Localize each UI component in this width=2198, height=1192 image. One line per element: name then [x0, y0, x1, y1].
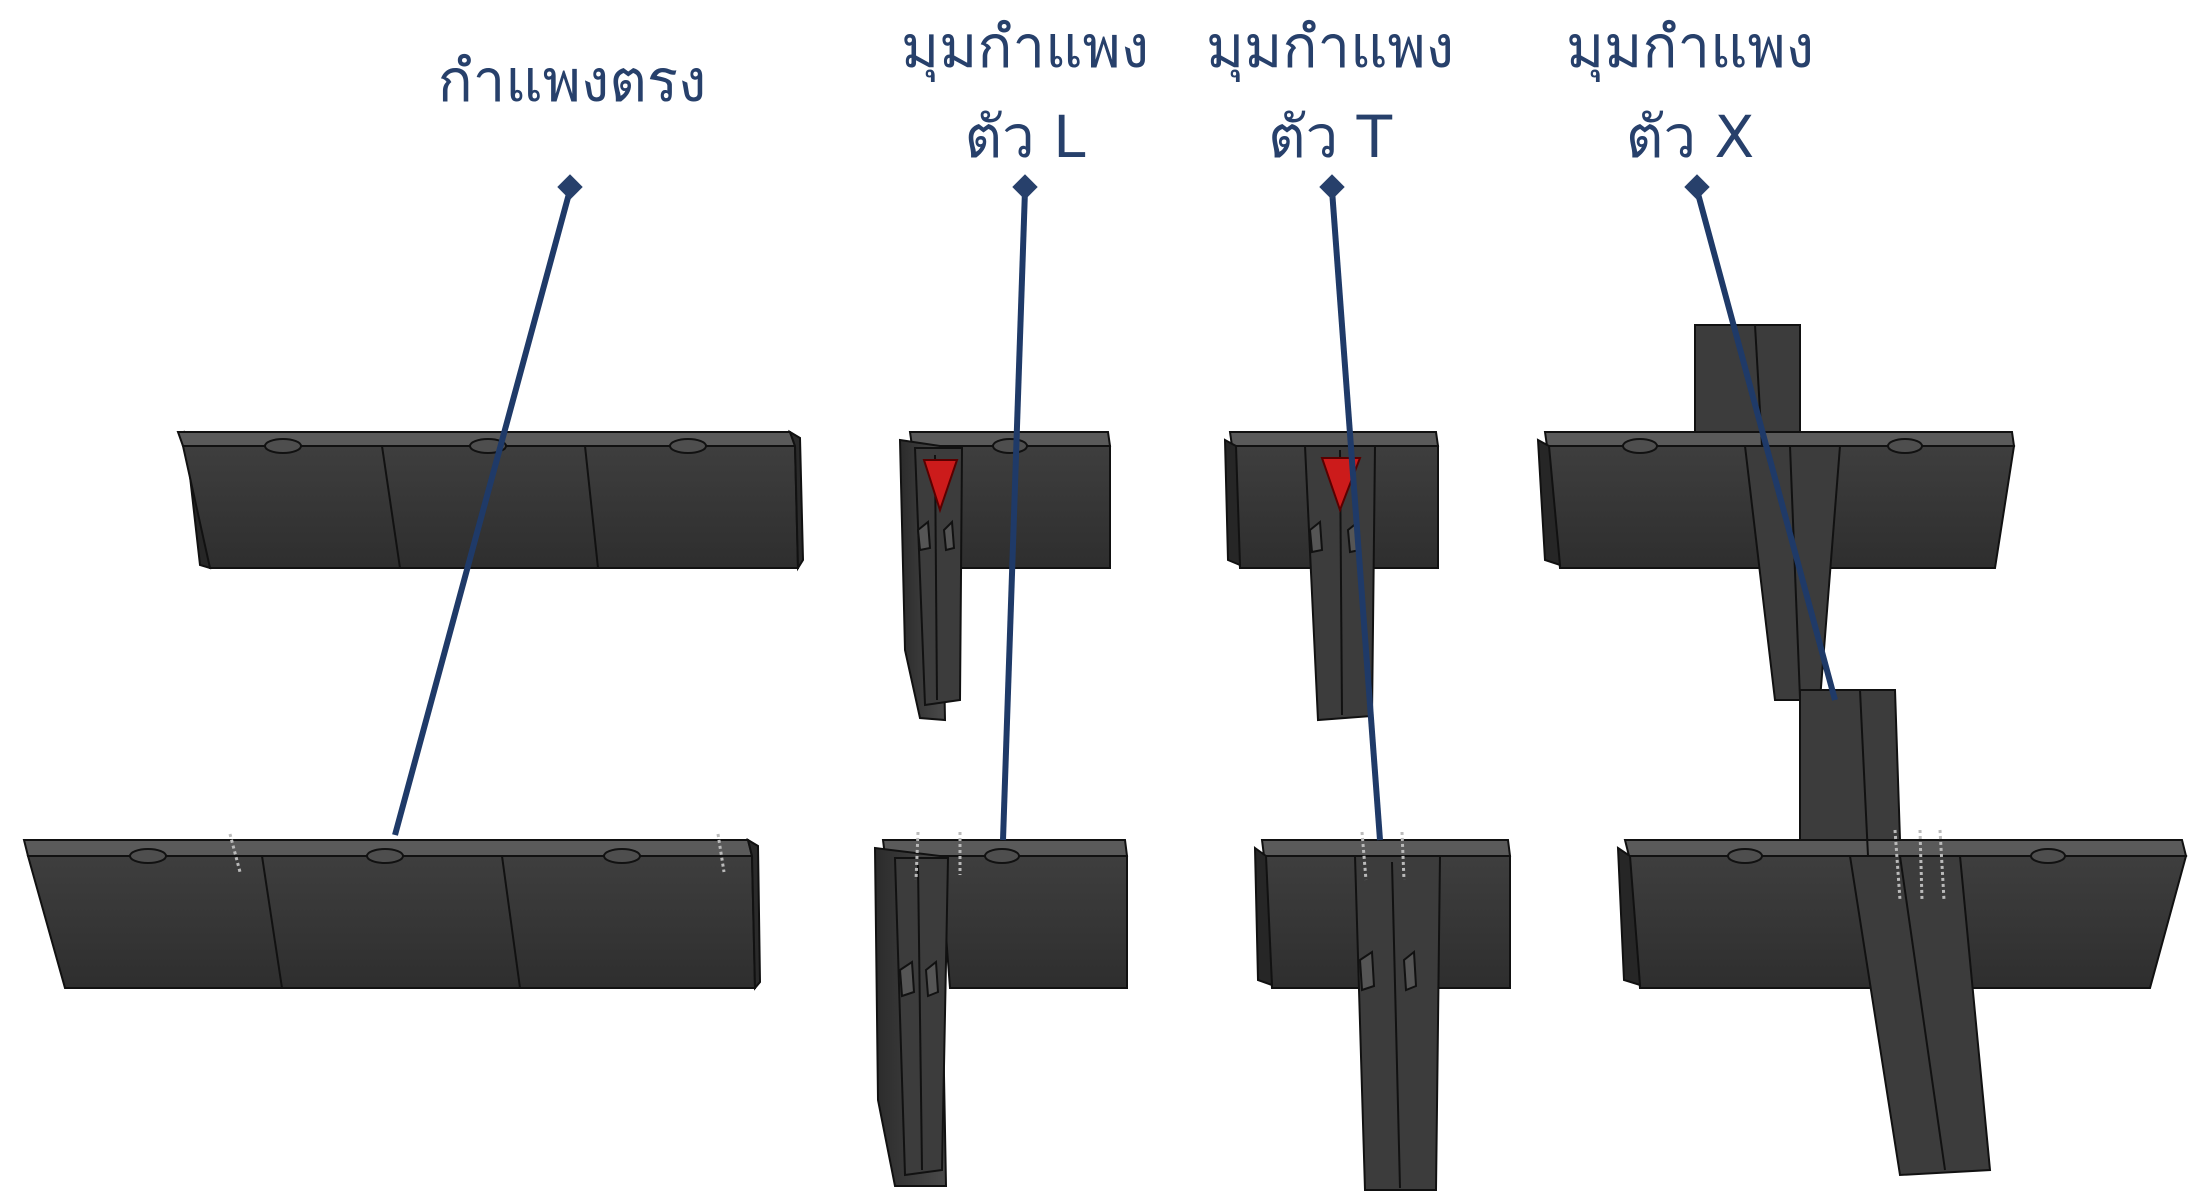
leader-lines	[392, 174, 1838, 841]
leader-pin-l	[1012, 174, 1038, 200]
t-corner-top	[1223, 431, 1440, 722]
leader-line-l	[1000, 189, 1028, 841]
l-corner-bottom	[873, 831, 1129, 1187]
label-t-corner-line1: มุมกำแพง	[1205, 13, 1455, 81]
label-x-corner-line1: มุมกำแพง	[1565, 13, 1815, 81]
leader-line-straight	[392, 189, 573, 836]
label-l-corner-line2: ตัว L	[964, 103, 1086, 171]
leader-pin-straight	[557, 174, 583, 200]
label-straight-wall: กำแพงตรง	[437, 47, 707, 115]
label-x-corner-line2: ตัว X	[1625, 103, 1755, 171]
leader-pin-x	[1684, 174, 1710, 200]
leader-line-x	[1694, 189, 1838, 701]
straight-wall-top	[176, 429, 805, 572]
leader-line-t	[1329, 189, 1383, 841]
x-corner-bottom	[1616, 689, 2188, 1177]
leader-pin-t	[1319, 174, 1345, 200]
x-corner-top	[1536, 324, 2016, 701]
t-corner-bottom	[1253, 831, 1512, 1191]
l-corner-top	[898, 431, 1112, 722]
straight-wall-bottom	[22, 833, 762, 991]
label-t-corner-line2: ตัว T	[1267, 103, 1393, 171]
label-l-corner-line1: มุมกำแพง	[900, 13, 1150, 81]
